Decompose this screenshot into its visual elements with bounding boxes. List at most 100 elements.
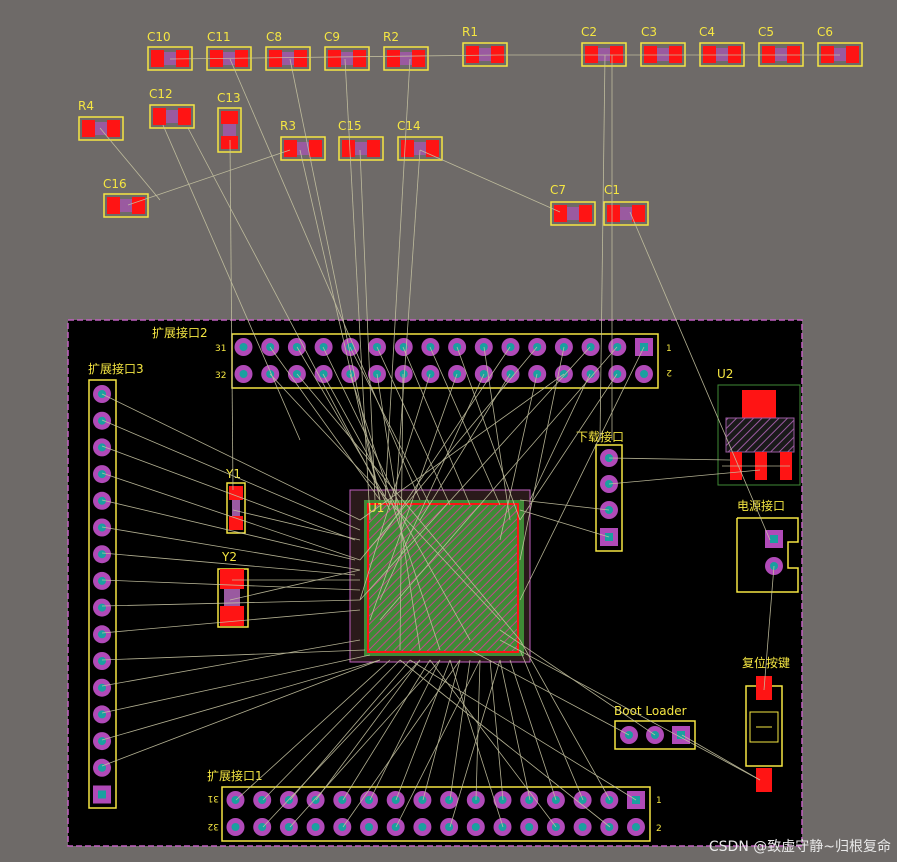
ext-header-1-pad-hole xyxy=(445,823,454,831)
ratsnest-line xyxy=(101,599,361,607)
c9-footprint[interactable] xyxy=(324,46,370,71)
ratsnest-line xyxy=(394,149,421,511)
ext-header-2-pad-hole xyxy=(613,370,622,378)
ext-header-1-pad-hole xyxy=(391,796,400,804)
ratsnest-line xyxy=(599,54,606,441)
ratsnest-line xyxy=(519,499,610,511)
r4-footprint[interactable] xyxy=(78,116,124,141)
c12-label: C12 xyxy=(149,87,173,101)
ratsnest-line xyxy=(289,659,441,828)
ext-header-1-pad-hole xyxy=(231,796,240,804)
ratsnest-line xyxy=(229,569,361,601)
c2-label: C2 xyxy=(581,25,597,39)
ratsnest-lines xyxy=(99,54,840,828)
r1-footprint[interactable] xyxy=(462,42,508,67)
ratsnest-line xyxy=(519,649,584,801)
ratsnest-line xyxy=(483,346,511,521)
ext-header-2-pad-hole xyxy=(453,370,462,378)
c16-label: C16 xyxy=(103,177,127,191)
u2-regulator[interactable] xyxy=(717,384,801,486)
ext-header-1-pad-hole xyxy=(445,796,454,804)
ext-header-1-pin32: 32 xyxy=(208,821,219,831)
c8-footprint[interactable] xyxy=(265,46,311,71)
c7-footprint[interactable] xyxy=(550,201,596,226)
ext-header-3-pad-hole xyxy=(98,496,106,505)
ext-header-2-pin31: 31 xyxy=(215,344,226,354)
ratsnest-line xyxy=(262,659,401,801)
ratsnest-line xyxy=(101,659,381,767)
ratsnest-line xyxy=(499,629,656,736)
ratsnest-line xyxy=(429,346,501,506)
c9-label: C9 xyxy=(324,30,340,44)
c13-footprint[interactable] xyxy=(217,107,242,153)
ratsnest-line xyxy=(608,469,761,485)
ext-header-1-pad-hole xyxy=(525,823,534,831)
c15-footprint[interactable] xyxy=(338,136,384,161)
ratsnest-line xyxy=(344,58,371,521)
ratsnest-line xyxy=(379,373,485,601)
ratsnest-line xyxy=(499,659,531,801)
ext-header-3-pad-hole xyxy=(98,550,106,559)
power-port[interactable] xyxy=(736,517,799,593)
r3-label: R3 xyxy=(280,119,296,133)
ratsnest-line xyxy=(359,373,565,521)
ext-header-1-pad-hole xyxy=(632,823,640,831)
ratsnest-line xyxy=(519,639,611,801)
ext-header-3-pins[interactable] xyxy=(93,385,111,804)
ext-header-1-pins[interactable] xyxy=(226,791,646,836)
ratsnest-line xyxy=(299,149,381,501)
ratsnest-line xyxy=(395,659,481,828)
ratsnest-line xyxy=(489,659,504,801)
r2-footprint[interactable] xyxy=(383,46,429,71)
ext-header-2-pad-hole xyxy=(239,343,248,351)
c14-footprint[interactable] xyxy=(397,136,443,161)
ratsnest-line xyxy=(369,373,458,621)
ext-header-2-pin32: 32 xyxy=(215,371,226,381)
ext-header-3-pad-hole xyxy=(98,523,106,532)
ratsnest-line xyxy=(235,659,391,801)
ext-header-3-pad-hole xyxy=(98,763,106,772)
c13-label: C13 xyxy=(217,91,241,105)
c16-footprint[interactable] xyxy=(103,193,149,218)
ext-header-2-pad-hole xyxy=(399,370,408,378)
ratsnest-line xyxy=(499,639,761,781)
ratsnest-line xyxy=(449,659,471,801)
ext-header-3-pad-hole xyxy=(98,737,106,746)
ext-header-1-outline xyxy=(221,786,651,842)
ratsnest-line xyxy=(349,373,441,651)
ratsnest-line xyxy=(475,659,481,801)
ext-header-3-pad-hole xyxy=(98,630,106,639)
c1-footprint[interactable] xyxy=(603,201,649,226)
ratsnest-line xyxy=(101,445,356,541)
ratsnest-line xyxy=(101,526,361,571)
c4-footprint[interactable] xyxy=(699,42,745,67)
c14-label: C14 xyxy=(397,119,421,133)
c12-footprint[interactable] xyxy=(149,104,195,129)
c5-footprint[interactable] xyxy=(758,42,804,67)
ratsnest-line xyxy=(101,654,371,714)
ext-header-2-pad-hole xyxy=(640,370,648,378)
c11-label: C11 xyxy=(207,30,231,44)
ratsnest-line xyxy=(101,472,361,561)
ext-header-2-pad-hole xyxy=(533,370,542,378)
ratsnest-line xyxy=(449,659,504,828)
y1-crystal[interactable] xyxy=(226,482,246,534)
ratsnest-line xyxy=(399,373,404,651)
ext-header-1-pin2: 2 xyxy=(656,824,662,834)
ratsnest-line xyxy=(229,139,234,491)
ext-header-1-pin1: 1 xyxy=(656,796,662,806)
c2-footprint[interactable] xyxy=(581,42,627,67)
ext-header-2-pins[interactable] xyxy=(234,338,654,383)
ext-header-1-pad-hole xyxy=(418,823,427,831)
y2-crystal[interactable] xyxy=(217,568,249,628)
ext-header-2-pad-hole xyxy=(239,370,248,378)
c3-footprint[interactable] xyxy=(640,42,686,67)
ratsnest-line xyxy=(101,419,361,531)
c6-footprint[interactable] xyxy=(817,42,863,67)
r3-footprint[interactable] xyxy=(280,136,326,161)
u1-mcu-chip[interactable] xyxy=(349,489,531,663)
c15-label: C15 xyxy=(338,119,362,133)
ratsnest-line xyxy=(519,373,618,521)
